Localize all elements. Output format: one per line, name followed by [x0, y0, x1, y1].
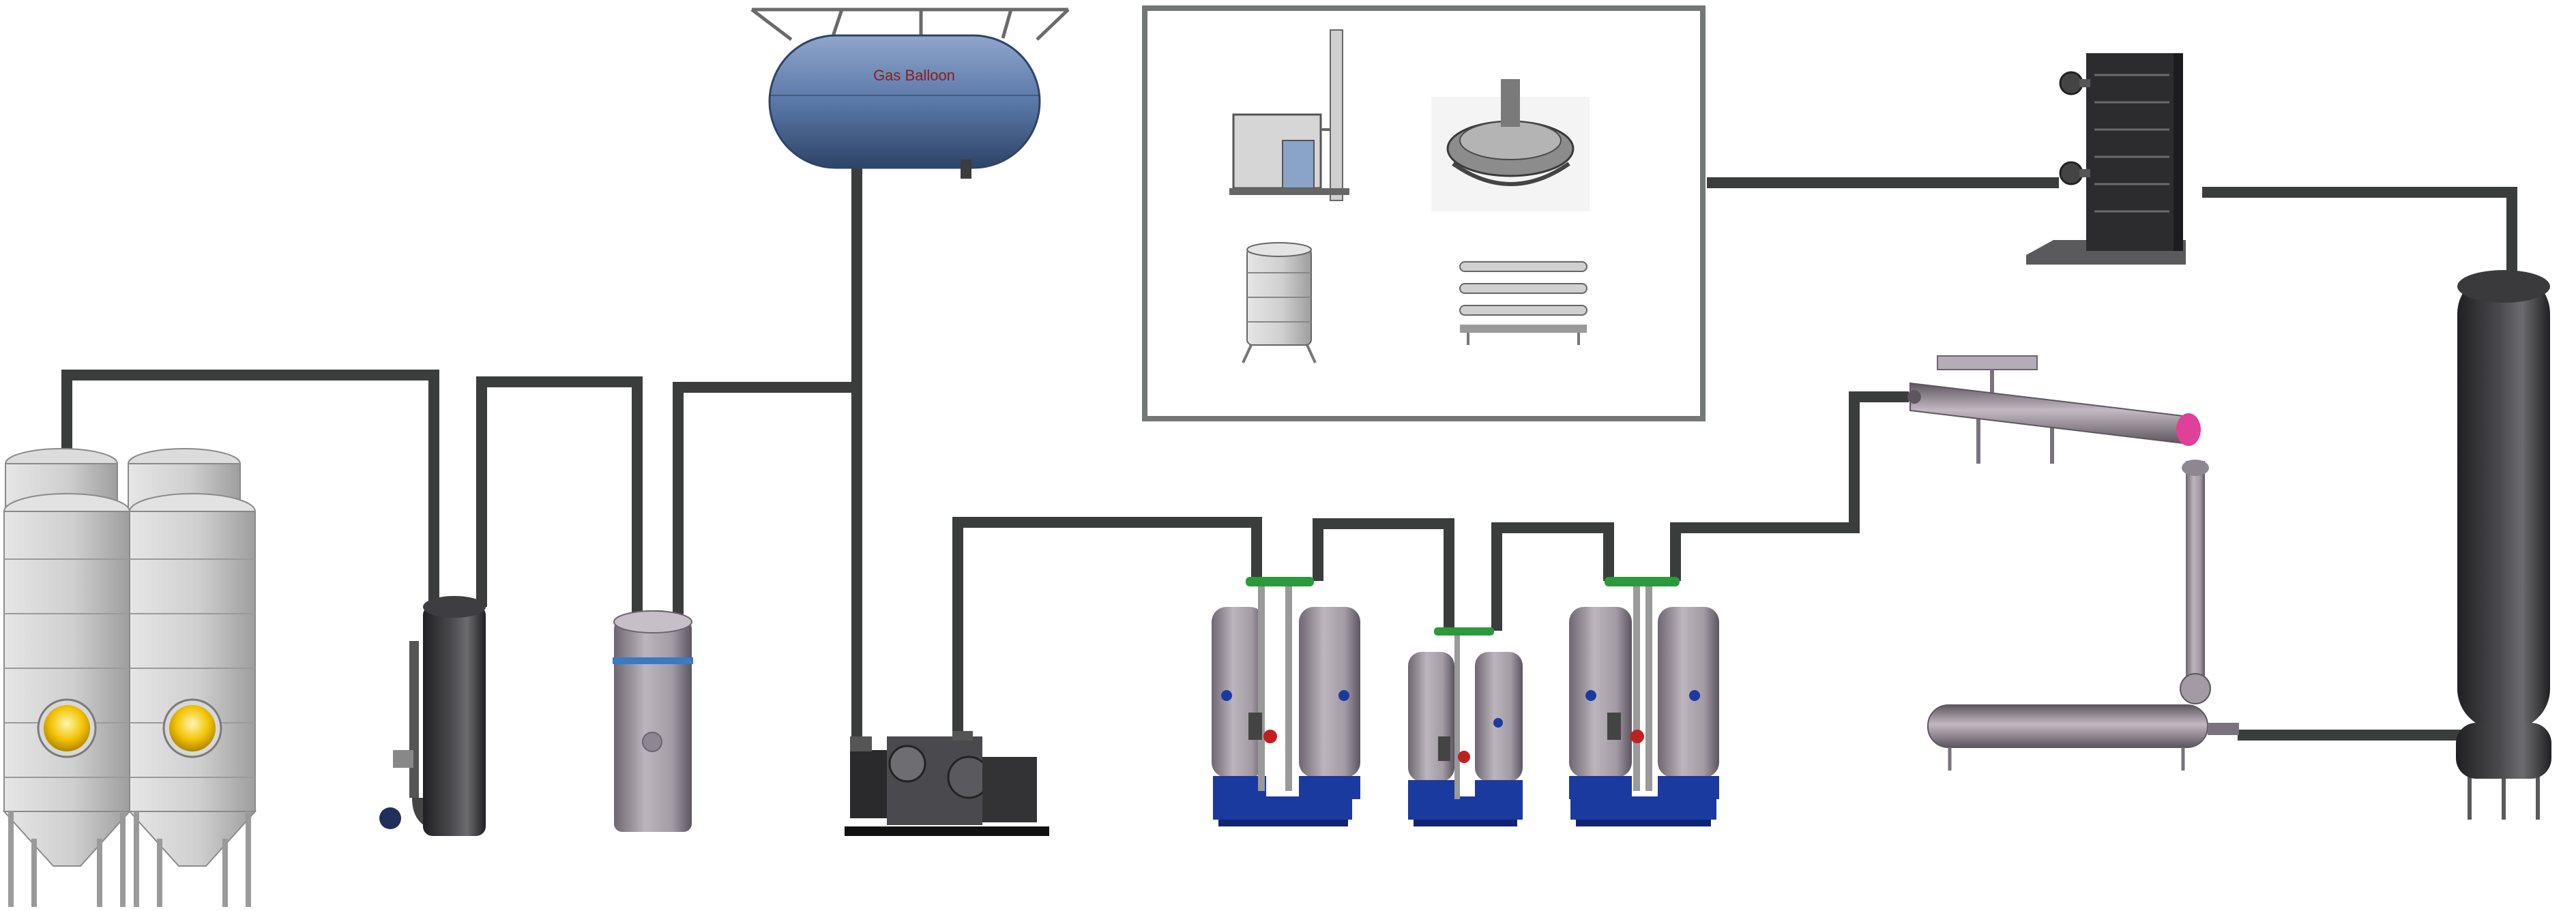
foam-trap-vessel-icon	[613, 610, 693, 832]
pipe-network	[61, 164, 2517, 743]
pipe-compressor-to-dryer-1	[952, 517, 1262, 736]
tube-pasteurizer-icon	[1459, 261, 1587, 345]
gas-balloon-icon: Gas Balloon	[750, 8, 1070, 179]
rotary-filler-icon	[1431, 79, 1590, 211]
pipe-dryer-3-to-heat-exchanger	[1670, 391, 1909, 581]
twin-tower-dryer-icon	[1569, 577, 1719, 826]
fermentation-silo-icon	[2, 448, 257, 907]
pipe-foam-trap-to-balloon	[673, 382, 853, 617]
compressor-icon	[845, 731, 1049, 836]
pipe-washer-to-foam-trap	[476, 376, 643, 617]
pipe-silo-to-washer	[61, 370, 439, 607]
sight-glass-icon	[162, 698, 222, 758]
carbonator-icon	[1229, 29, 1349, 201]
shell-tube-exchanger-icon	[1907, 355, 2239, 771]
pipe-liquefier-to-storage	[2202, 187, 2517, 273]
application-equipment-group-icon	[1142, 5, 1706, 421]
gas-balloon-label: Gas Balloon	[873, 67, 955, 84]
twin-tower-dryer-icon	[1212, 577, 1360, 826]
storage-tank-icon	[2456, 270, 2551, 820]
plate-liquefier-icon	[2026, 53, 2186, 265]
buffer-tank-icon	[1242, 242, 1317, 363]
scrubber-column-icon	[379, 596, 486, 836]
twin-tower-dryer-icon	[1408, 627, 1523, 826]
sight-glass-icon	[37, 698, 97, 758]
pipe-dryer-1-to-dryer-2	[1313, 518, 1454, 631]
pipe-dryer-2-to-dryer-3	[1491, 522, 1614, 631]
